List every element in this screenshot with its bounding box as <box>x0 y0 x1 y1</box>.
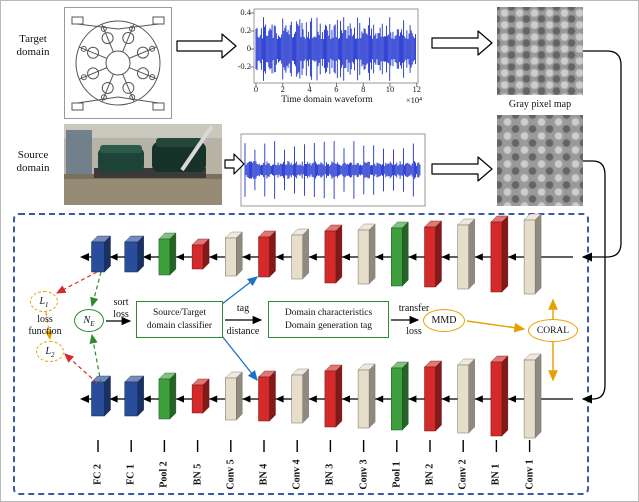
layer-label: Conv 4 <box>291 459 303 490</box>
transfer-loss-label: loss <box>406 326 422 337</box>
flow-arrow-waveform-to-graymap2 <box>431 156 493 182</box>
tag-label: tag <box>236 303 250 314</box>
waveform1-frame <box>253 8 419 84</box>
photo-base <box>94 168 206 178</box>
l2-sub: 2 <box>51 351 55 359</box>
layer-label: FC 2 <box>92 464 104 485</box>
coral-label: CORAL <box>536 325 570 336</box>
coral-ellipse: CORAL <box>528 319 578 342</box>
waveform-x-tick: 6 <box>334 84 339 94</box>
waveform-y-tick: 0 <box>246 43 251 53</box>
waveform-x-tick: 10 <box>385 84 395 94</box>
layer-label: BN 3 <box>324 463 336 486</box>
target-domain-label: Target domain <box>16 33 50 58</box>
l1-letter: L <box>39 296 46 307</box>
axis-tick-marks <box>250 12 418 87</box>
circuit-drawing <box>71 16 165 111</box>
ne-ellipse: NE <box>74 309 104 332</box>
photo-motor-2 <box>152 142 206 172</box>
classifier-box: Source/Target domain classifier <box>136 301 223 338</box>
l1-symbol: L1 <box>39 296 49 309</box>
layer-label: Pool 2 <box>158 461 170 488</box>
l1-ellipse: L1 <box>30 291 58 312</box>
waveform-x-tick: 12 <box>412 84 422 94</box>
layer-label: BN 1 <box>490 463 502 486</box>
photo-floor <box>64 176 222 205</box>
flow-arrow-photo-to-waveform <box>224 153 245 175</box>
photo-motor-2-top <box>156 138 202 147</box>
circuit-frame <box>64 7 172 119</box>
waveform-x-tick: 0 <box>253 84 259 94</box>
classifier-box-line2: domain classifier <box>146 320 213 331</box>
sort-loss-label: sort loss <box>113 297 129 320</box>
layer-label: Conv 2 <box>457 459 469 490</box>
source-domain-photo <box>64 124 222 205</box>
waveform-axes <box>240 8 426 207</box>
gray-pixel-map-source <box>497 115 583 206</box>
layer-label: Conv 3 <box>358 459 370 490</box>
photo-wall-top <box>64 124 222 138</box>
target-domain-circuit-image <box>64 7 172 119</box>
ne-symbol: NE <box>83 315 95 328</box>
layer-label: Conv 1 <box>524 459 536 490</box>
photo-pipe <box>180 124 214 172</box>
photo-motor-1-top <box>100 145 142 153</box>
waveform-signals <box>244 17 421 199</box>
waveform-x-tick: 8 <box>361 84 366 94</box>
photo-cabinet <box>66 130 92 178</box>
l1-sub: 1 <box>45 301 49 309</box>
waveform-x-tick: 2 <box>280 84 285 94</box>
distance-label: distance <box>226 326 260 337</box>
waveform-x-tick: 4 <box>307 84 312 94</box>
waveform-y-tick: -0.2 <box>237 61 251 71</box>
mmd-label: MMD <box>431 315 457 326</box>
gray-pixel-map-label: Gray pixel map <box>508 99 572 110</box>
waveform-y-tick: 0.4 <box>240 7 251 17</box>
domain-box-line1: Domain characteristics <box>284 308 373 319</box>
l2-ellipse: L2 <box>36 341 64 362</box>
photo-motor-1 <box>98 148 144 172</box>
mmd-ellipse: MMD <box>423 309 465 332</box>
l2-symbol: L2 <box>45 346 55 359</box>
domain-box-line2: Domain generation tag <box>284 320 373 331</box>
layer-label: BN 4 <box>258 463 270 486</box>
loss-function-label: loss function <box>28 314 62 337</box>
waveform-x-exponent: ×10⁴ <box>405 95 423 105</box>
domain-box: Domain characteristics Domain generation… <box>268 301 389 338</box>
layer-label: BN 5 <box>192 463 204 486</box>
transfer-label: transfer <box>398 303 430 314</box>
layer-label: Conv 5 <box>225 459 237 490</box>
classifier-box-line1: Source/Target <box>153 308 206 319</box>
layer-label: FC 1 <box>125 464 137 485</box>
waveform-xlabel: Time domain waveform <box>281 95 373 105</box>
l2-letter: L <box>45 346 52 357</box>
layer-label: BN 2 <box>424 463 436 486</box>
source-domain-label: Source domain <box>16 149 50 174</box>
waveform-y-tick: 0.2 <box>240 25 251 35</box>
gray-pixel-map-target <box>497 7 583 95</box>
ne-letter: N <box>83 315 91 326</box>
waveform2-frame <box>240 133 426 207</box>
ne-sub: E <box>90 320 95 328</box>
layer-label: Pool 1 <box>391 461 403 488</box>
flow-arrow-waveform-to-graymap1 <box>431 30 493 56</box>
